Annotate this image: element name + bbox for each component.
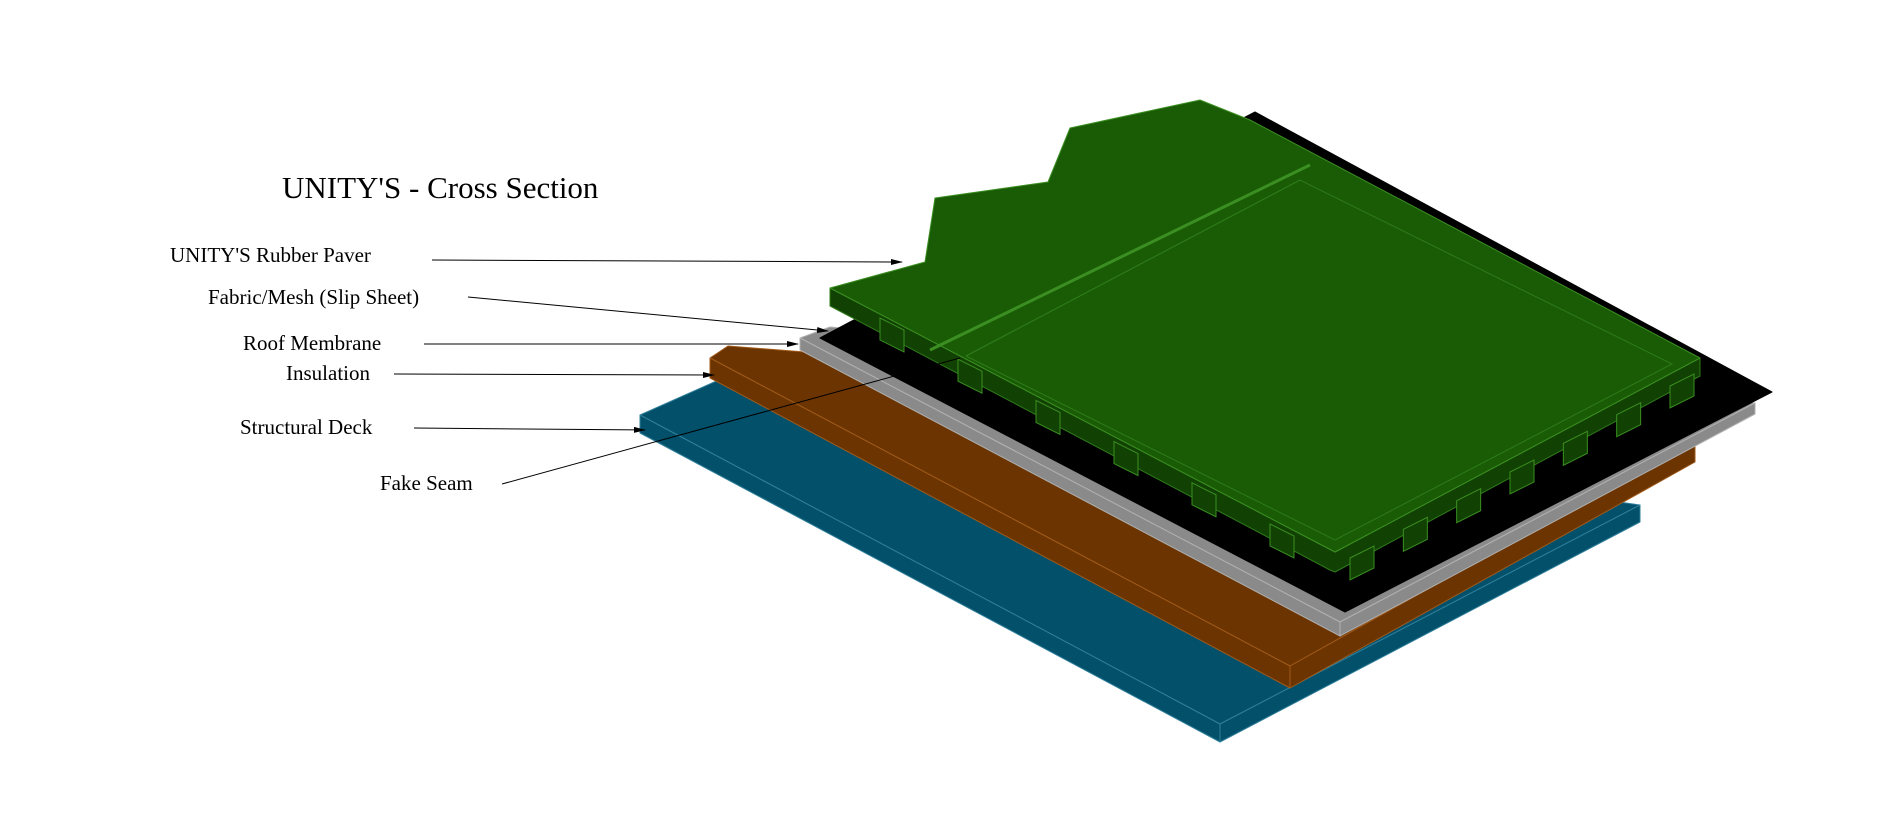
paver-foot-front-5 — [1269, 523, 1295, 559]
paver-inner-border — [965, 179, 1674, 541]
paver-foot-front-1 — [957, 358, 983, 395]
leader-fabric-mesh — [467, 296, 829, 333]
paver-foot-side-5 — [1616, 401, 1642, 438]
paver-foot-front-0 — [879, 317, 905, 353]
structural-deck-side — [1219, 504, 1641, 743]
paver-foot-side-4 — [1562, 430, 1588, 467]
label-structural-deck: Structural Deck — [240, 415, 373, 439]
paver-foot-side-1 — [1402, 516, 1428, 553]
diagram-title: UNITY'S - Cross Section — [282, 170, 599, 205]
rubber-paver-layer — [829, 99, 1701, 581]
paver-foot-front-4 — [1191, 481, 1217, 518]
label-roof-membrane: Roof Membrane — [243, 331, 381, 355]
paver-foot-side-3 — [1509, 459, 1535, 495]
paver-foot-side-0 — [1349, 545, 1375, 581]
leader-rubber-paver — [431, 258, 903, 265]
paver-foot-side-6 — [1669, 373, 1695, 409]
paver-foot-side-2 — [1456, 487, 1482, 524]
paver-seam-line — [929, 163, 1311, 352]
label-insulation: Insulation — [286, 361, 370, 385]
leader-fake-seam — [501, 357, 961, 485]
label-fabric-mesh: Fabric/Mesh (Slip Sheet) — [208, 285, 419, 309]
leader-insulation — [393, 371, 715, 378]
leader-structural-deck — [413, 426, 646, 433]
label-rubber-paver: UNITY'S Rubber Paver — [170, 243, 371, 267]
paver-feet-group — [879, 317, 1695, 581]
paver-foot-front-2 — [1035, 399, 1061, 436]
paver-foot-front-3 — [1113, 440, 1139, 477]
paver-top — [829, 99, 1701, 553]
roof-membrane-side — [1339, 402, 1756, 637]
label-fake-seam: Fake Seam — [380, 471, 473, 495]
